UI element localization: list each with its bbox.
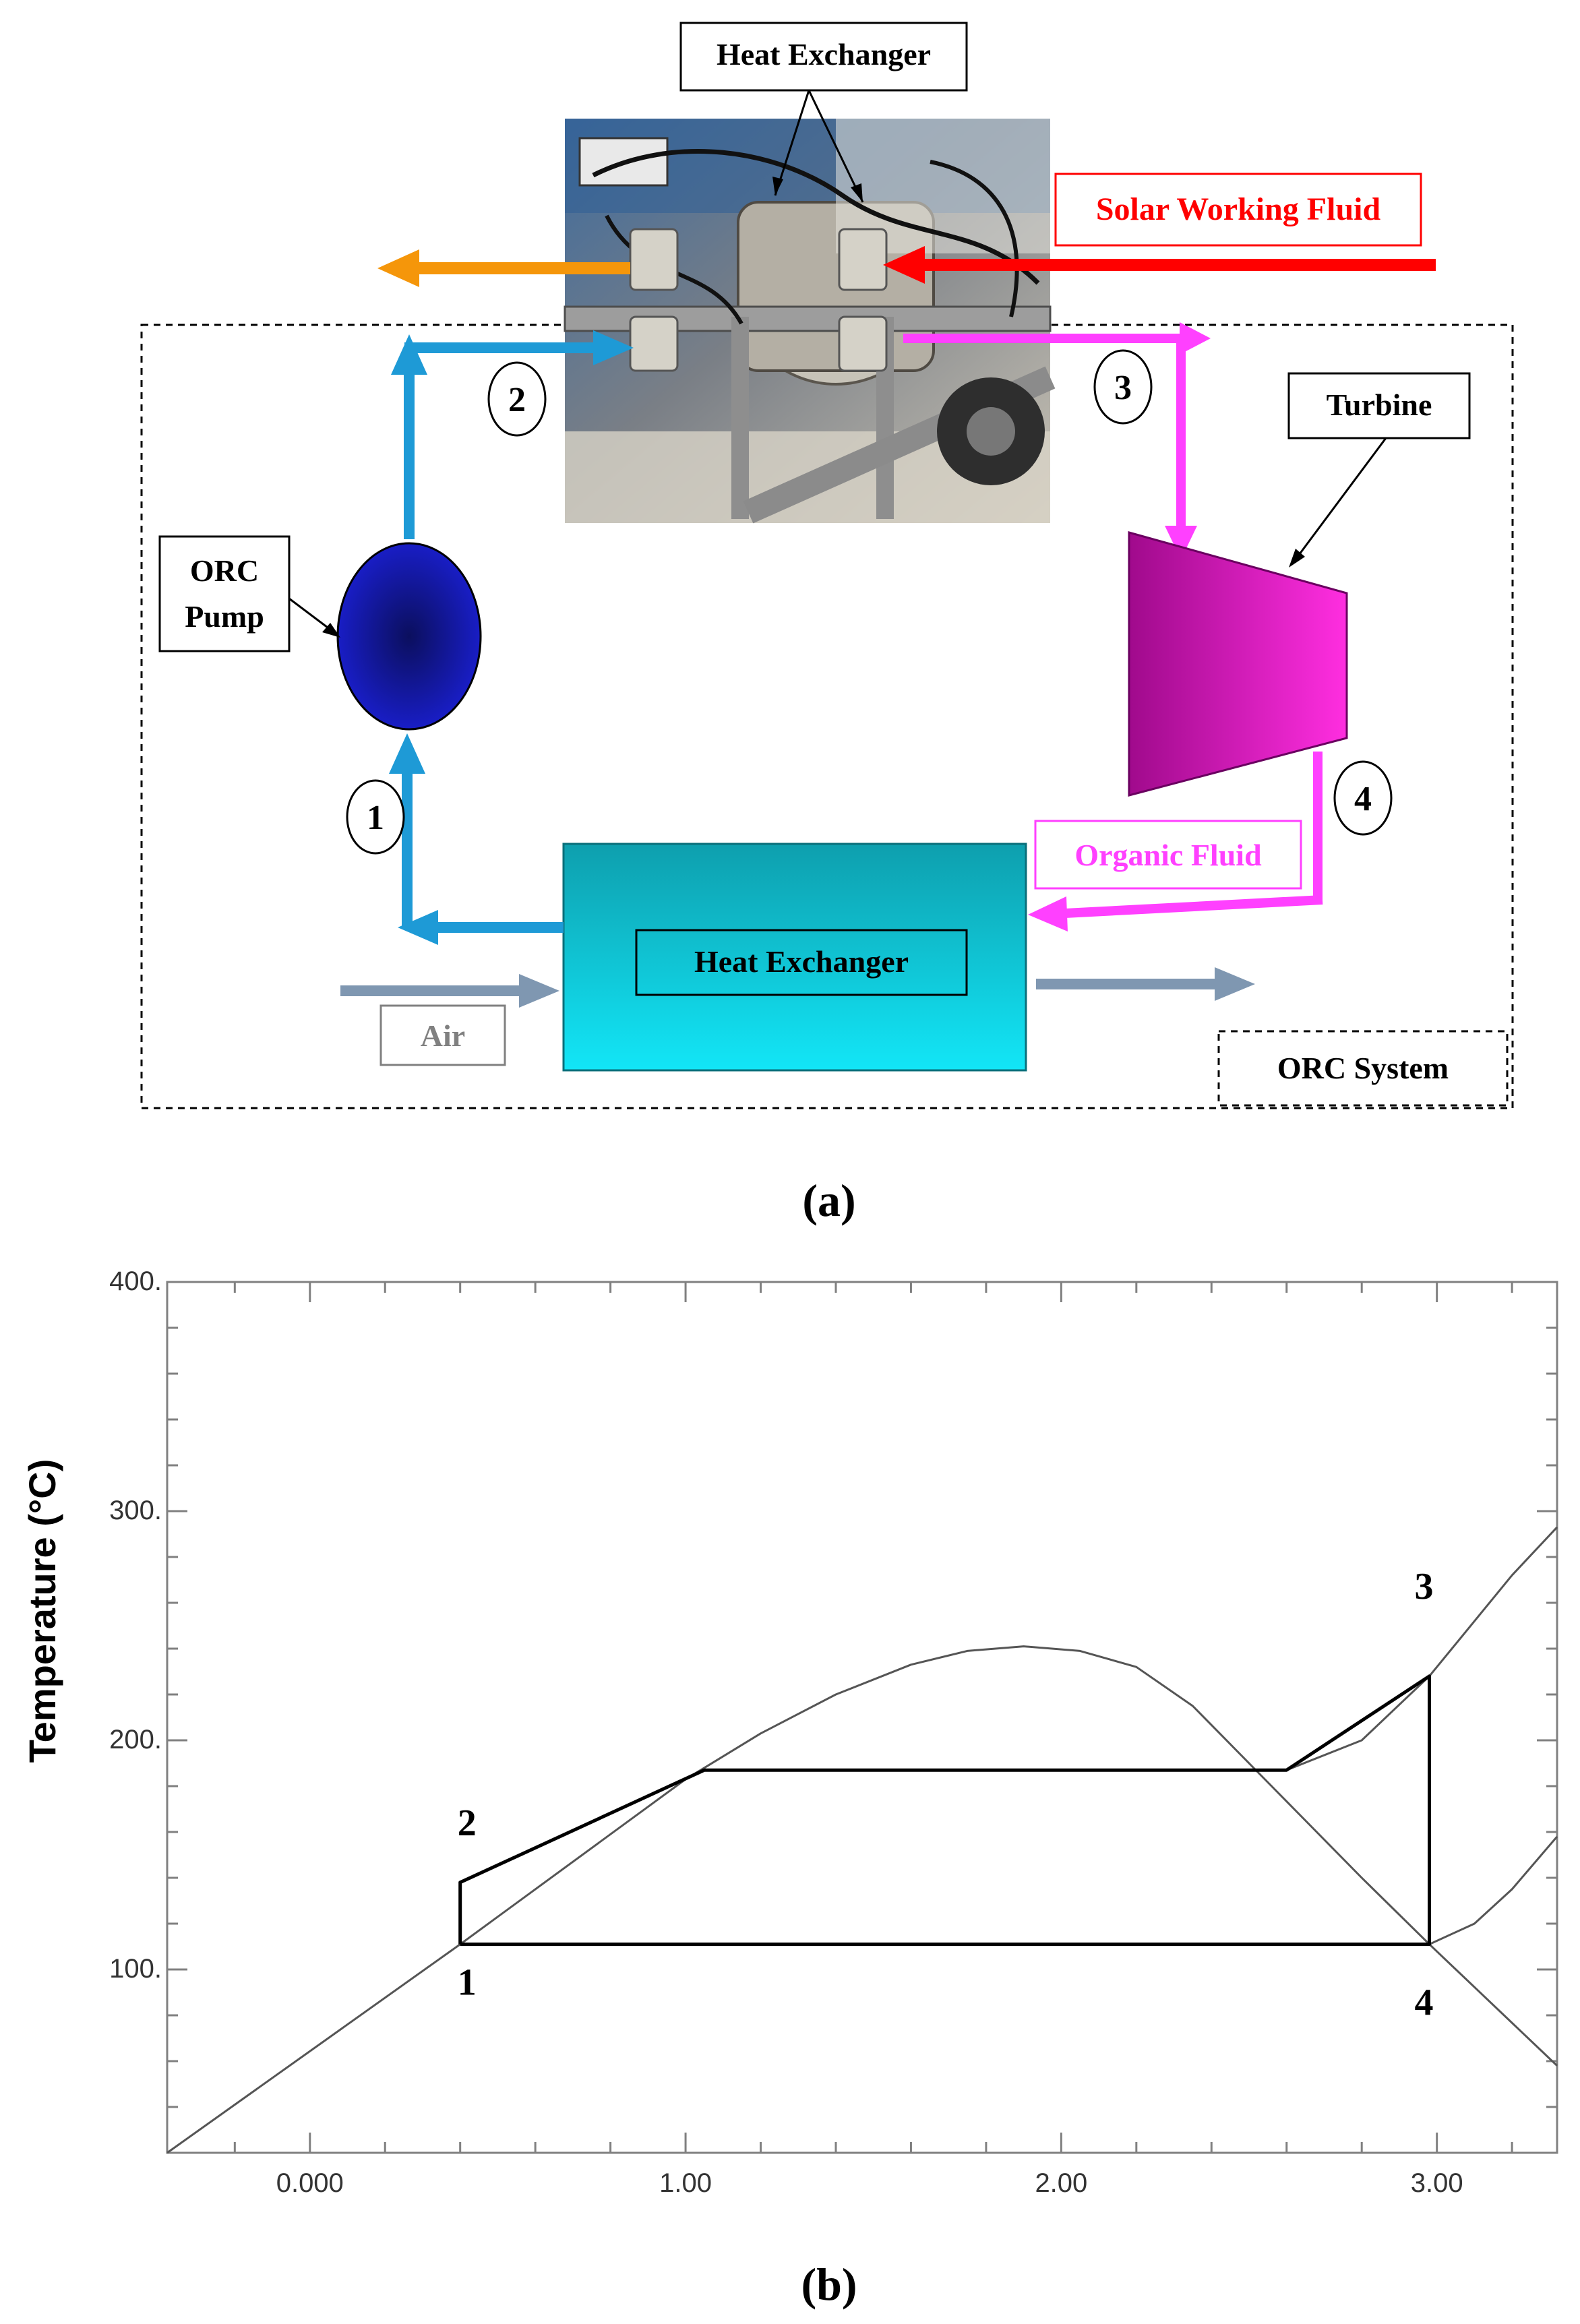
svg-text:Air: Air	[421, 1018, 465, 1053]
pump-to-evaporator-line	[391, 330, 634, 539]
y-tick-label: 200.	[109, 1725, 162, 1754]
svg-text:ORC System: ORC System	[1277, 1051, 1449, 1085]
svg-text:2: 2	[508, 381, 526, 419]
svg-text:1: 1	[367, 799, 384, 837]
state-point-2: 2	[487, 361, 547, 437]
condenser-to-pump-line	[389, 733, 564, 945]
tick-labels: 0.000 1.00 2.00 3.00 100. 200. 300. 400.	[109, 1266, 1463, 2198]
condenser-heat-exchanger	[562, 843, 1027, 1072]
state-point-3: 3	[1093, 349, 1153, 425]
svg-text:Turbine: Turbine	[1327, 388, 1432, 422]
state-point-4: 4	[1333, 760, 1393, 836]
panel-b-chart: 0.000 1.00 2.00 3.00 100. 200. 300. 400. 1 2 3 4 T…	[21, 1266, 1558, 2310]
orc-pump-label-line2: Pump	[185, 599, 264, 634]
svg-text:3: 3	[1114, 369, 1132, 407]
state-label-1: 1	[458, 1962, 477, 2004]
state-labels: 1 2 3 4	[458, 1566, 1434, 2024]
svg-text:Heat Exchanger: Heat Exchanger	[717, 37, 931, 71]
solar-fluid-outlet-arrow	[377, 249, 630, 287]
turbine-label: Turbine	[1287, 372, 1471, 568]
heat-exchanger-bottom-label: Heat Exchanger	[635, 929, 968, 996]
state-label-3: 3	[1415, 1566, 1434, 1608]
series-line-0	[166, 1645, 1558, 2154]
x-tick-label: 0.000	[276, 2168, 344, 2198]
orc-system-label: ORC System	[1217, 1030, 1509, 1107]
organic-fluid-label: Organic Fluid	[1034, 820, 1302, 890]
orc-pump-label: ORC Pump	[158, 535, 340, 652]
svg-text:Organic Fluid: Organic Fluid	[1074, 838, 1262, 872]
state-label-2: 2	[458, 1802, 477, 1844]
turbine-to-condenser-line	[1028, 752, 1323, 931]
series-line-2	[460, 1835, 1558, 1946]
x-tick-label: 3.00	[1411, 2168, 1463, 2198]
svg-text:4: 4	[1354, 780, 1372, 818]
solar-working-fluid-label: Solar Working Fluid	[1054, 173, 1422, 247]
plot-frame	[166, 1281, 1558, 2154]
tick-marks	[167, 1281, 1557, 2153]
heat-exchanger-top-label: Heat Exchanger	[679, 22, 968, 203]
air-inlet-arrow	[340, 974, 559, 1008]
y-tick-label: 300.	[109, 1496, 162, 1525]
evaporator-to-turbine-line	[903, 322, 1211, 559]
panel-a-diagram: Heat Exchanger Solar Working Fluid	[140, 22, 1514, 1226]
heat-exchanger-photo	[564, 119, 1056, 524]
orc-pump	[336, 542, 482, 731]
air-label: Air	[379, 1004, 506, 1066]
svg-text:Heat Exchanger: Heat Exchanger	[694, 944, 909, 979]
panel-b-caption: (b)	[801, 2259, 857, 2310]
panel-a-caption: (a)	[802, 1175, 855, 1226]
x-tick-label: 2.00	[1035, 2168, 1087, 2198]
turbine	[1128, 531, 1348, 797]
series	[166, 1526, 1558, 2154]
y-axis-label: Temperature (°C)	[21, 1459, 63, 1763]
orc-pump-label-line1: ORC	[190, 553, 259, 588]
x-tick-label: 1.00	[659, 2168, 712, 2198]
y-tick-label: 400.	[109, 1266, 162, 1296]
series-line-3	[458, 1674, 1431, 1947]
state-point-1: 1	[346, 779, 405, 855]
svg-text:Solar Working Fluid: Solar Working Fluid	[1096, 191, 1381, 227]
solar-fluid-inlet-arrow	[883, 246, 1436, 284]
y-tick-label: 100.	[109, 1954, 162, 1984]
state-label-4: 4	[1415, 1982, 1434, 2024]
air-outlet-arrow	[1036, 967, 1255, 1001]
